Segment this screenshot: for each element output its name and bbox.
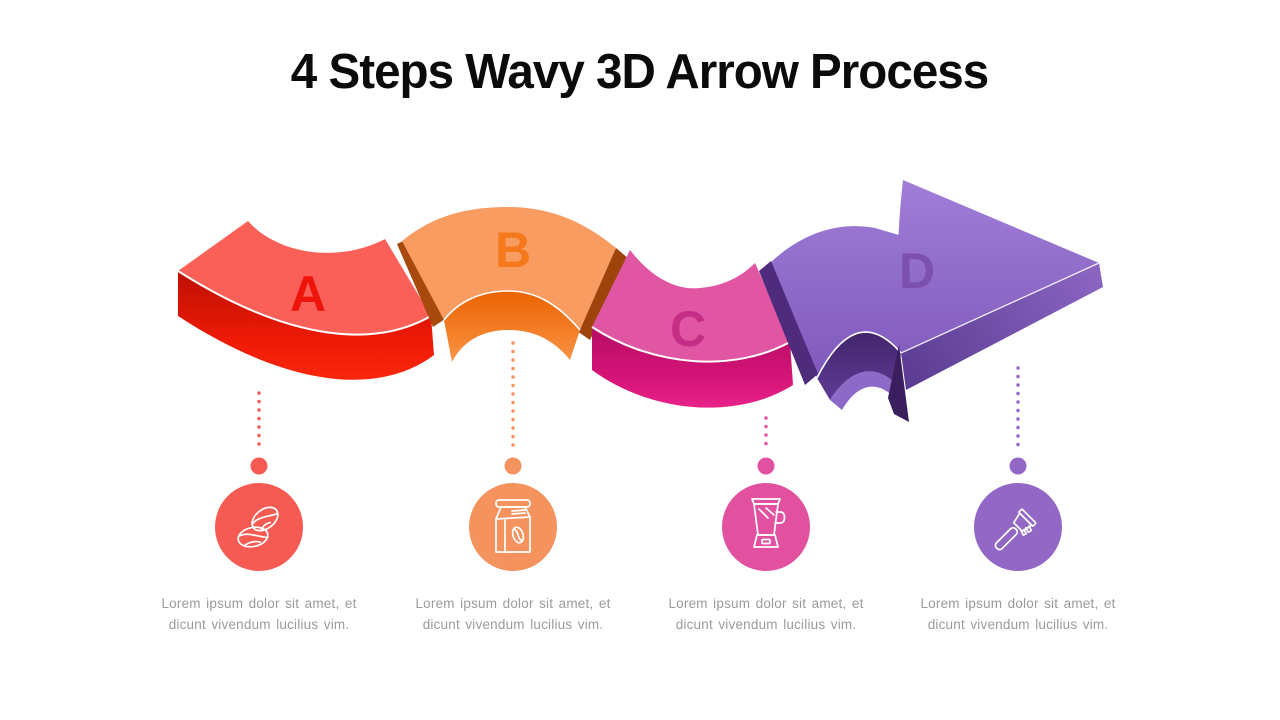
step-d-arrowhead-edge-highlight <box>900 262 1100 354</box>
step-a-marker-dot <box>250 457 268 475</box>
step-d-back-shadow-face <box>888 345 909 422</box>
step-c-edge-highlight <box>591 326 791 363</box>
coffee-bean-bottom <box>237 526 269 548</box>
step-d-tail-inner-highlight <box>830 371 897 410</box>
title-container: 4 Steps Wavy 3D Arrow Process <box>0 44 1280 100</box>
step-a-label: A <box>290 266 326 322</box>
step-d-tail-edge-highlight <box>816 331 902 379</box>
step-c-top-face <box>592 250 790 362</box>
step-a-top-face <box>178 221 431 335</box>
step-b-label: B <box>495 222 531 278</box>
step-c-arrow-segment: C <box>591 250 793 408</box>
step-b-inner-face <box>444 291 580 362</box>
step-b-caption: Lorem ipsum dolor sit amet, et dicunt vi… <box>403 593 623 635</box>
caption-line: Lorem ipsum dolor sit amet, et <box>415 596 611 611</box>
step-b-top-face <box>402 207 616 330</box>
step-d-caption: Lorem ipsum dolor sit amet, et dicunt vi… <box>908 593 1128 635</box>
step-b-arrow-segment: B <box>397 207 629 362</box>
caption-line: Lorem ipsum dolor sit amet, et <box>920 596 1116 611</box>
step-a-edge-highlight <box>177 270 432 336</box>
step-a-caption: Lorem ipsum dolor sit amet, et dicunt vi… <box>149 593 369 635</box>
step-b-icon-circle <box>469 483 557 571</box>
step-a-front-face <box>178 271 434 380</box>
step-a-arrow-segment: A <box>177 221 434 380</box>
step-b-right-cut-face <box>577 248 629 340</box>
coffee-bag-icon <box>495 499 531 553</box>
step-d-arrow-segment: D <box>759 180 1103 422</box>
step-c-caption: Lorem ipsum dolor sit amet, et dicunt vi… <box>656 593 876 635</box>
step-d-left-cut-face <box>759 261 818 385</box>
bag-bean-mark <box>511 526 525 544</box>
page-title: 4 Steps Wavy 3D Arrow Process <box>291 45 989 99</box>
step-c-front-face <box>592 327 793 408</box>
coffee-beans-icon <box>237 506 279 548</box>
caption-line: dicunt vivendum lucilius vim. <box>422 617 604 632</box>
portafilter-icon <box>994 508 1037 551</box>
step-d-arrowhead-top-face <box>897 180 1099 353</box>
step-b-edge-highlight <box>443 290 581 331</box>
step-c-marker-dot <box>757 457 775 475</box>
step-c-icon-circle <box>722 483 810 571</box>
caption-line: dicunt vivendum lucilius vim. <box>675 617 857 632</box>
step-d-arrowhead-bottom-face <box>901 263 1103 390</box>
step-b-marker-dot <box>504 457 522 475</box>
blender-icon <box>751 498 786 548</box>
caption-line: dicunt vivendum lucilius vim. <box>168 617 350 632</box>
caption-line: Lorem ipsum dolor sit amet, et <box>161 596 357 611</box>
step-d-tail-inner-face <box>817 332 901 400</box>
step-d-label: D <box>899 243 935 299</box>
caption-line: dicunt vivendum lucilius vim. <box>927 617 1109 632</box>
step-b-left-cut-face <box>397 236 448 327</box>
caption-line: Lorem ipsum dolor sit amet, et <box>668 596 864 611</box>
step-c-label: C <box>670 301 706 357</box>
step-d-marker-dot <box>1009 457 1027 475</box>
